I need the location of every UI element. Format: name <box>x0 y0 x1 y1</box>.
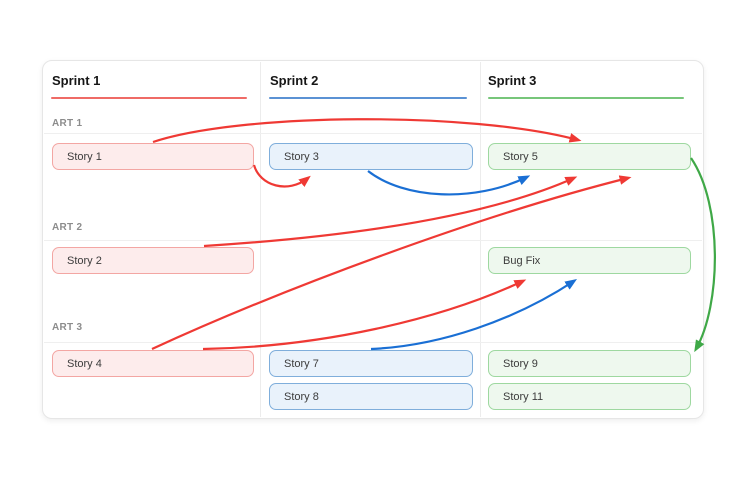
card-story-7[interactable]: Story 7 <box>269 350 473 377</box>
card-story-8[interactable]: Story 8 <box>269 383 473 410</box>
card-label: Story 4 <box>67 357 102 370</box>
card-label: Bug Fix <box>503 254 541 267</box>
art-3-label: ART 3 <box>52 322 83 333</box>
sprint-1-header: Sprint 1 <box>52 73 101 88</box>
sprint-3-header: Sprint 3 <box>488 73 537 88</box>
card-label: Story 11 <box>503 390 544 403</box>
row-divider <box>44 342 702 343</box>
art-2-label: ART 2 <box>52 222 83 233</box>
card-story-2[interactable]: Story 2 <box>52 247 254 274</box>
sprint-2-header: Sprint 2 <box>270 73 319 88</box>
card-label: Story 8 <box>284 390 319 403</box>
card-label: Story 2 <box>67 254 102 267</box>
card-story-9[interactable]: Story 9 <box>488 350 691 377</box>
card-label: Story 3 <box>284 150 319 163</box>
card-story-3[interactable]: Story 3 <box>269 143 473 170</box>
sprint-2-underline <box>269 97 467 99</box>
row-divider <box>44 133 702 134</box>
card-story-11[interactable]: Story 11 <box>488 383 691 410</box>
program-board: Sprint 1 Sprint 2 Sprint 3 ART 1 ART 2 A… <box>42 60 704 419</box>
card-label: Story 9 <box>503 357 538 370</box>
card-label: Story 1 <box>67 150 102 163</box>
card-label: Story 5 <box>503 150 538 163</box>
card-label: Story 7 <box>284 357 319 370</box>
card-story-1[interactable]: Story 1 <box>52 143 254 170</box>
sprint-3-underline <box>488 97 684 99</box>
card-story-5[interactable]: Story 5 <box>488 143 691 170</box>
art-1-label: ART 1 <box>52 118 83 129</box>
row-divider <box>44 240 702 241</box>
card-story-4[interactable]: Story 4 <box>52 350 254 377</box>
sprint-1-underline <box>51 97 247 99</box>
card-bug-fix[interactable]: Bug Fix <box>488 247 691 274</box>
